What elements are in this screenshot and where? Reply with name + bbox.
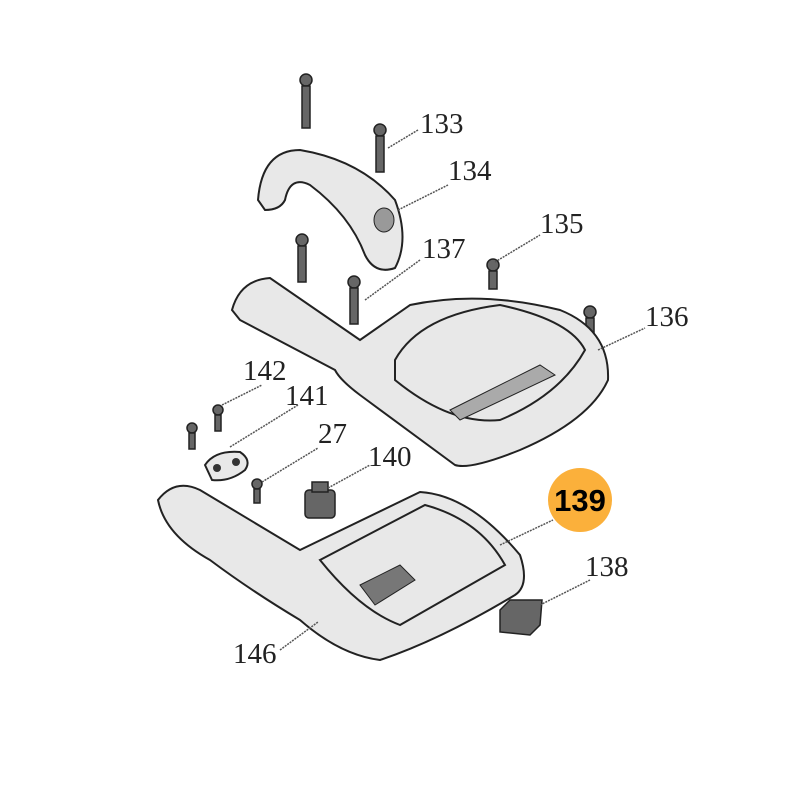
bracket-141 bbox=[203, 450, 249, 482]
label-138: 138 bbox=[585, 551, 629, 583]
label-139[interactable]: 139 bbox=[554, 483, 606, 518]
label-133: 133 bbox=[420, 108, 464, 140]
top-cover-rib bbox=[449, 364, 557, 421]
screw-137 bbox=[347, 275, 361, 325]
handle-hole bbox=[373, 207, 395, 233]
screw-133 bbox=[373, 123, 387, 173]
screw-142b bbox=[186, 422, 198, 450]
screw-27 bbox=[251, 478, 263, 504]
base-switch bbox=[359, 564, 416, 606]
screw-top-left bbox=[299, 73, 313, 129]
label-142: 142 bbox=[243, 355, 287, 387]
screw-mid bbox=[295, 233, 309, 283]
label-146: 146 bbox=[233, 638, 277, 670]
screw-142a bbox=[212, 404, 224, 432]
label-27: 27 bbox=[318, 418, 347, 450]
label-141: 141 bbox=[285, 380, 329, 412]
highlight-marker-139[interactable] bbox=[548, 468, 612, 532]
label-134: 134 bbox=[448, 155, 492, 187]
gear-140 bbox=[304, 481, 336, 519]
label-140: 140 bbox=[368, 441, 412, 473]
block-138 bbox=[499, 599, 543, 636]
base-tray-139 bbox=[318, 503, 507, 627]
label-136: 136 bbox=[645, 301, 689, 333]
handle-134 bbox=[256, 148, 404, 271]
label-137: 137 bbox=[422, 233, 466, 265]
label-135: 135 bbox=[540, 208, 584, 240]
screw-135 bbox=[486, 258, 500, 290]
